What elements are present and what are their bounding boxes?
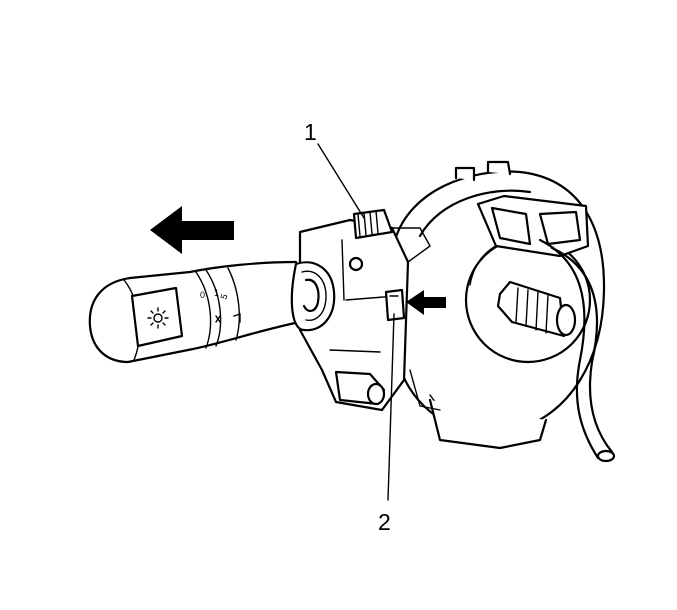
switch-body bbox=[298, 208, 431, 412]
callout-2-label: 2 bbox=[378, 509, 391, 535]
stalk-marking-a: 5 bbox=[218, 293, 229, 301]
clockspring-wire-lead bbox=[538, 238, 616, 463]
stalk-marking-b: 0 bbox=[200, 290, 205, 300]
stalk-marking-c: 1 bbox=[214, 288, 219, 298]
callout-1-leader bbox=[317, 143, 365, 219]
removal-direction-arrow bbox=[150, 206, 234, 254]
steering-shaft bbox=[496, 280, 577, 338]
callout-1-label: 1 bbox=[304, 119, 317, 145]
multifunction-stalk: 5 0 1 bbox=[88, 260, 336, 364]
callout-2-leader bbox=[387, 313, 395, 501]
retaining-tab bbox=[384, 288, 406, 322]
release-direction-arrow bbox=[406, 290, 446, 315]
